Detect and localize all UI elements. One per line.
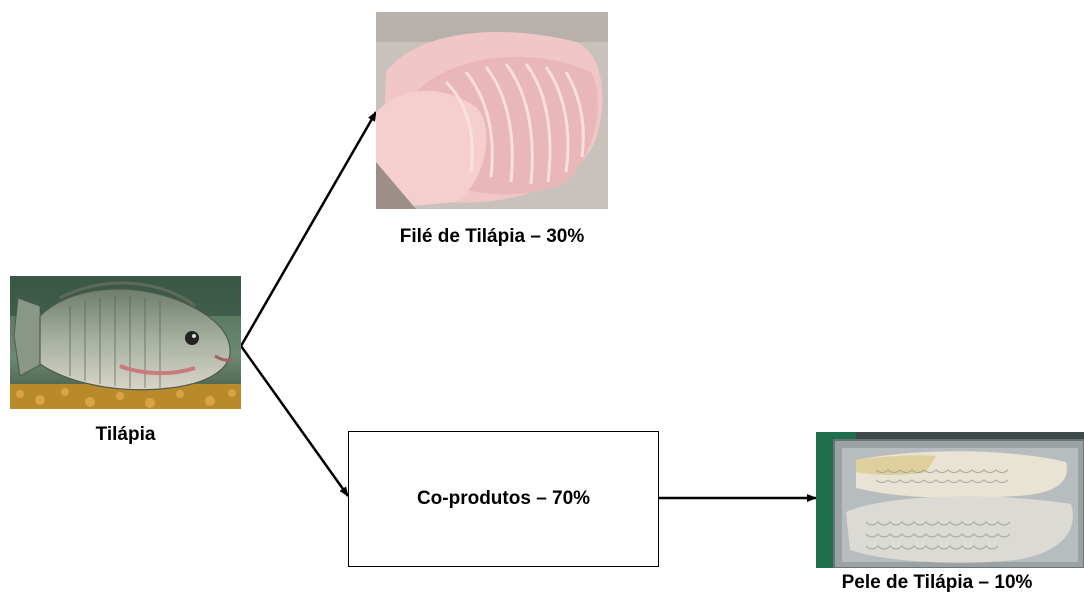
coprodutos-box: Co-produtos – 70% bbox=[348, 431, 659, 567]
fillet-photo bbox=[376, 12, 608, 209]
node-label-tilapia: Tilápia bbox=[10, 424, 241, 446]
arrow-tilapia-to-coprodutos bbox=[241, 346, 348, 496]
node-label-coprodutos: Co-produtos – 70% bbox=[417, 488, 590, 510]
node-label-file: Filé de Tilápia – 30% bbox=[336, 226, 648, 248]
tilapia-photo bbox=[10, 276, 241, 409]
node-label-pele: Pele de Tilápia – 10% bbox=[790, 572, 1084, 594]
skin-photo bbox=[816, 432, 1084, 568]
